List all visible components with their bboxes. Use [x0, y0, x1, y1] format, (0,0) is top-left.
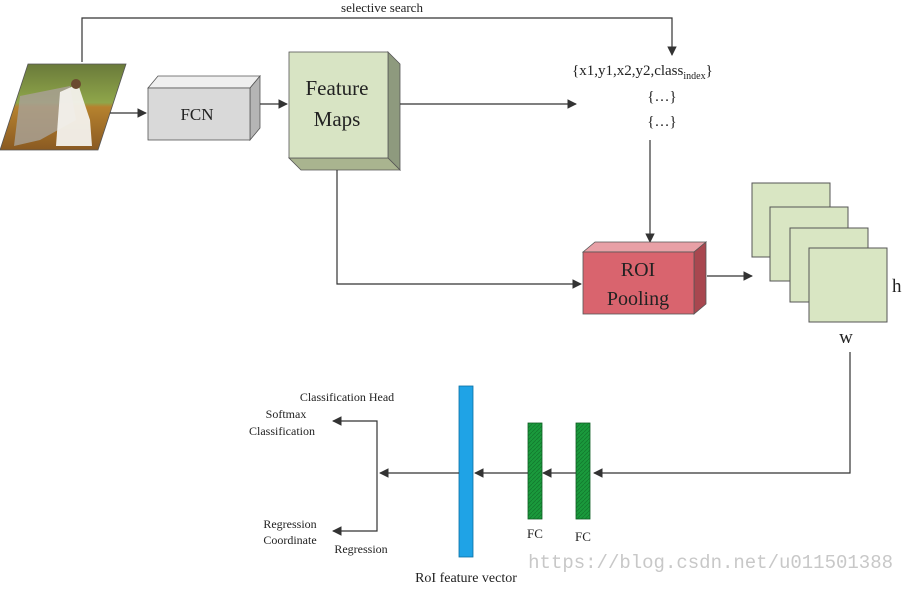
- roi-pooling-front: [582, 251, 695, 315]
- roi-pooling-label-line1: ROI: [621, 259, 655, 281]
- bride-head-shape: [71, 79, 81, 89]
- regression-label: Regression: [334, 542, 387, 556]
- roi-pooling-box: ROI Pooling: [581, 241, 708, 315]
- fcn-box-side: [249, 74, 261, 142]
- selective-search-path: selective search: [81, 0, 677, 62]
- feature-maps-bottom: [288, 157, 401, 171]
- fcn-box-top: [147, 75, 261, 89]
- fcn-box-front: [147, 87, 251, 141]
- fc-layer-1: [527, 422, 543, 520]
- softmax-label-line2: Classification: [249, 424, 315, 438]
- fcn-box: FCN: [147, 74, 261, 142]
- feature-maps-box: Feature Maps: [288, 51, 401, 171]
- input-image: [0, 63, 127, 151]
- roi-set: {x1,y1,x2,y2,classindex} {…} {…}: [572, 63, 713, 130]
- fc2-label: FC: [575, 529, 591, 544]
- fc1-label: FC: [527, 526, 543, 541]
- featuremaps-to-roipooling-arrow: [336, 170, 582, 289]
- feature-maps-side: [387, 51, 401, 171]
- roi-pooling-top: [581, 241, 708, 253]
- heads-split-bracket: [332, 416, 378, 536]
- outputs-to-fc-arrow: [593, 352, 851, 478]
- selective-search-arrow: [81, 17, 677, 62]
- watermark: https://blog.csdn.net/u011501388: [528, 552, 893, 574]
- h-label: h: [892, 276, 902, 297]
- selective-search-label: selective search: [341, 0, 423, 15]
- roi-set-more-1: {…}: [647, 89, 676, 105]
- w-label: w: [839, 327, 853, 348]
- regression-coordinate-line2: Coordinate: [263, 533, 316, 547]
- roi-pooling-label-line2: Pooling: [607, 288, 669, 310]
- softmax-label-line1: Softmax: [266, 407, 307, 421]
- feature-maps-front: [288, 51, 389, 159]
- bride-dress-shape: [56, 84, 92, 146]
- classification-head-label: Classification Head: [300, 390, 394, 404]
- roi-feature-vector-bar: [458, 385, 474, 558]
- feature-maps-label-line2: Maps: [314, 107, 361, 131]
- regression-coordinate-line1: Regression: [263, 517, 316, 531]
- roi-set-text: {x1,y1,x2,y2,classindex}: [572, 63, 713, 82]
- fc-layer-2: [575, 422, 591, 520]
- feature-maps-label-line1: Feature: [306, 76, 369, 100]
- pooled-map-4: [808, 247, 888, 323]
- fcn-label: FCN: [180, 105, 213, 124]
- roi-set-more-2: {…}: [647, 114, 676, 130]
- roi-pooling-side: [693, 241, 707, 315]
- roi-feature-vector-label: RoI feature vector: [415, 571, 517, 586]
- pooled-feature-maps: h w: [751, 182, 902, 348]
